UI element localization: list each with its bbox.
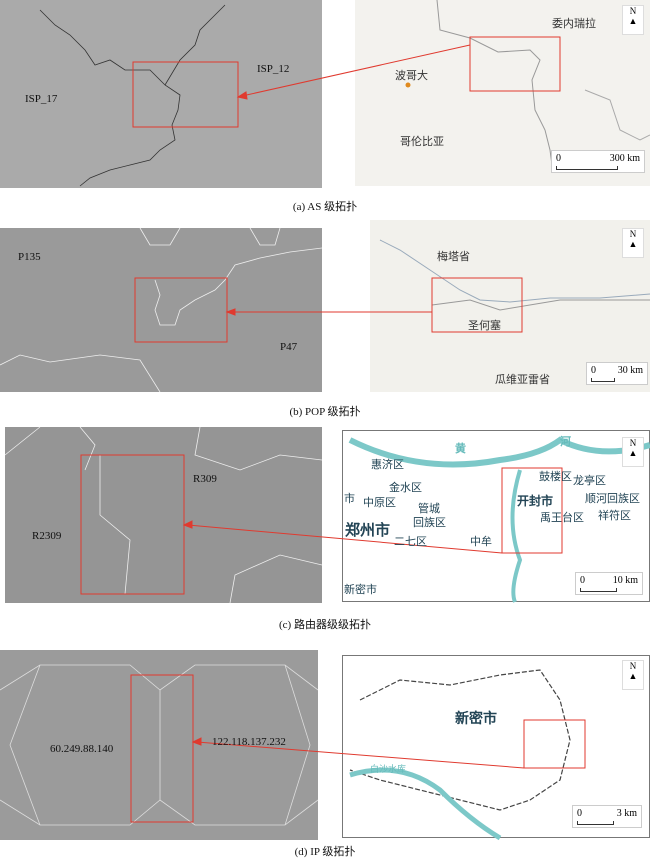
north-arrow-icon: N▲ [622, 5, 644, 35]
as-topology-view [0, 0, 322, 188]
map-label: 顺河回族区 [585, 492, 640, 505]
caption-d: (d) IP 级拓扑 [294, 846, 356, 858]
map-label: 圣何塞 [468, 319, 501, 332]
map-label: 中原区 [363, 496, 396, 509]
pop-label: P135 [18, 251, 41, 263]
north-arrow-icon: N▲ [622, 228, 644, 258]
map-label: 中牟 [470, 535, 492, 548]
map-label: 黄 [455, 442, 466, 455]
map-label: 新密市 [455, 711, 497, 727]
map-label: 祥符区 [598, 509, 631, 522]
capital-dot [405, 82, 411, 88]
map-label: 鼓楼区 [539, 470, 572, 483]
isp-label: ISP_17 [25, 93, 58, 105]
map-label: 郑州市 [345, 521, 391, 539]
map-label: 金水区 [389, 481, 422, 494]
caption-a: (a) AS 级拓扑 [292, 201, 358, 213]
caption-b: (b) POP 级拓扑 [289, 406, 361, 418]
map-label: 梅塔省 [437, 250, 470, 263]
ip-topology-view [0, 650, 318, 840]
ip-label: 60.249.88.140 [50, 743, 114, 755]
mapping-arrows [182, 44, 525, 769]
highlight-boxes [80, 36, 586, 823]
isp-label: ISP_12 [257, 63, 290, 75]
map-label: 禹王台区 [540, 511, 584, 524]
map-label: 龙亭区 [573, 474, 606, 487]
caption-c: (c) 路由器级级拓扑 [279, 619, 371, 631]
map-label: 惠济区 [371, 458, 404, 471]
pop-label: P47 [280, 341, 298, 353]
map-label: 回族区 [413, 516, 446, 529]
map-label: 波哥大 [395, 69, 428, 82]
map-label: 管城 [418, 502, 440, 515]
map-label: 瓜维亚雷省 [495, 373, 550, 386]
router-topology-view [5, 427, 322, 603]
ip-label: 122.118.137.232 [212, 736, 286, 748]
router-label: R2309 [32, 530, 62, 542]
as-boundary [39, 9, 181, 187]
map-label: 开封市 [517, 494, 554, 508]
map-label: 市 [344, 492, 355, 505]
map-label: 河 [560, 435, 571, 448]
map-label: 白沙水库 [370, 765, 407, 775]
map-label: 委内瑞拉 [552, 17, 596, 30]
router-label: R309 [193, 473, 217, 485]
north-arrow-icon: N▲ [622, 437, 644, 467]
pop-topology-view [0, 228, 322, 392]
north-arrow-icon: N▲ [622, 660, 644, 690]
map-label: 哥伦比亚 [400, 135, 444, 148]
map-label: 新密市 [344, 583, 377, 596]
map-label: 二七区 [394, 535, 427, 548]
